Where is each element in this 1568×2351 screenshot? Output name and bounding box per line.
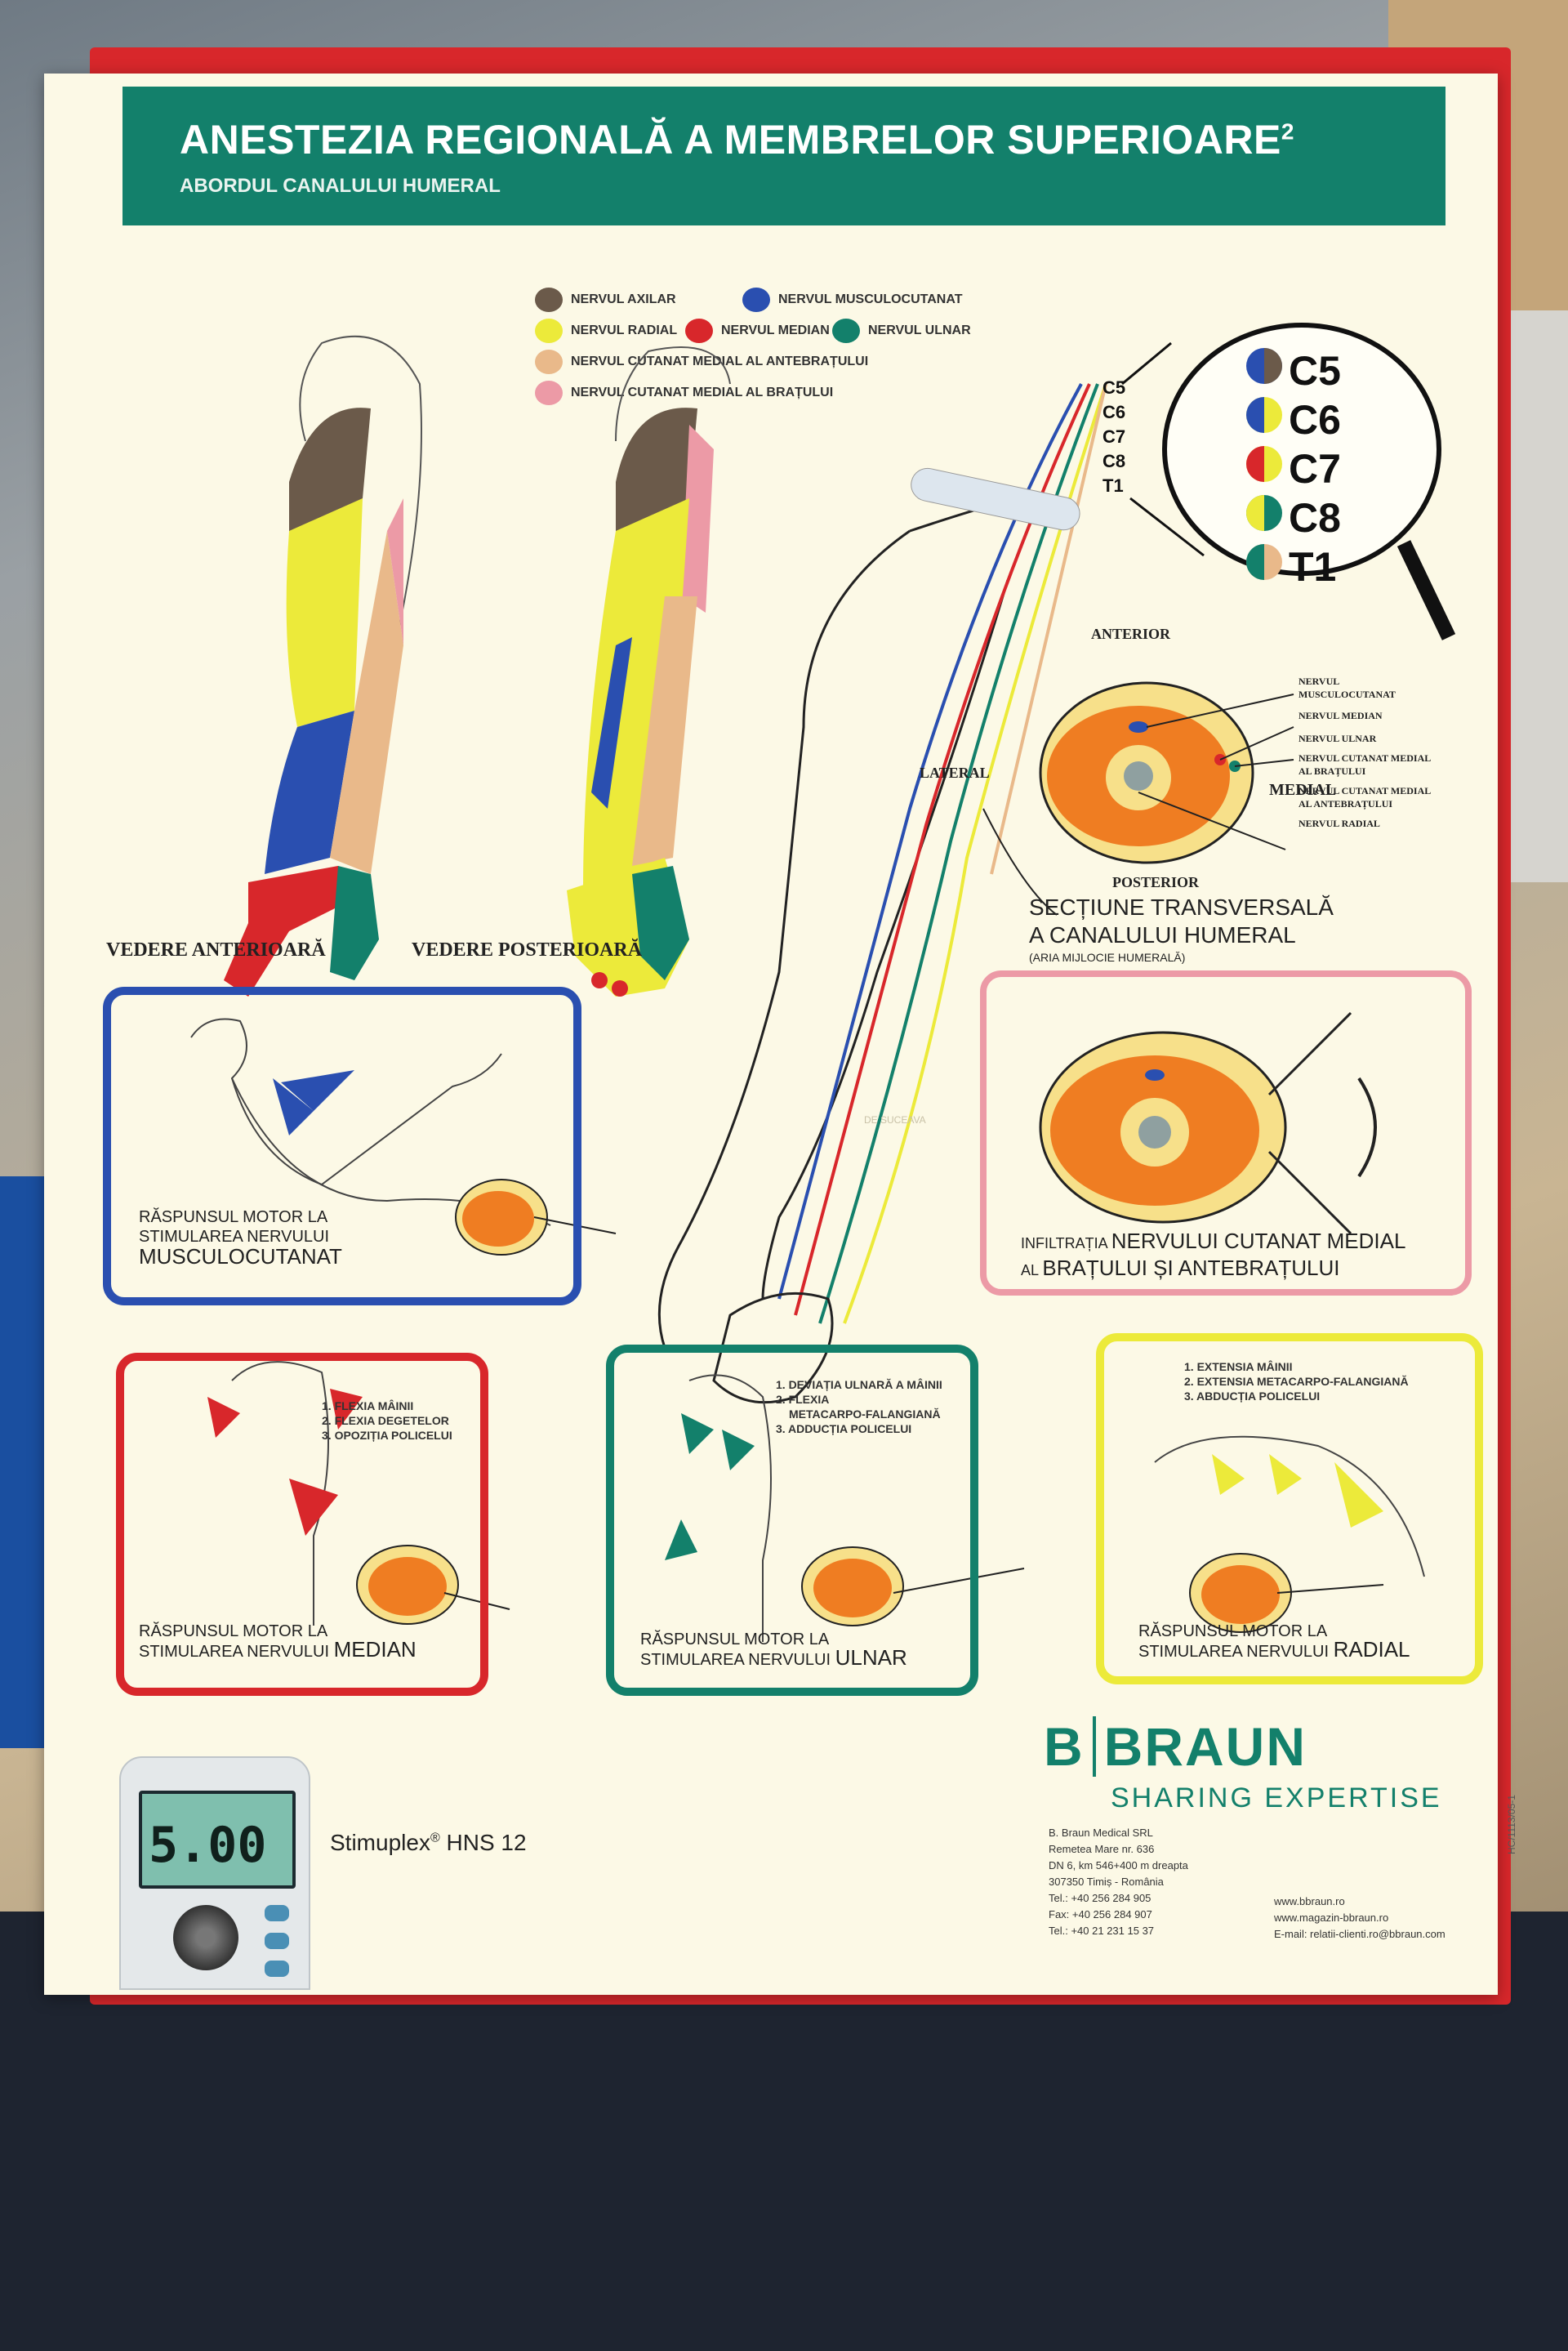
infiltration-box — [980, 970, 1472, 1296]
ulnar-hand-illustration — [665, 1374, 1025, 1642]
main-arm-nerve-illustration — [657, 383, 1107, 1404]
anterior-label: ANTERIOR — [1091, 626, 1171, 642]
cross-section-title: SECȚIUNE TRANSVERSALĂ A CANALULUI HUMERA… — [1029, 894, 1334, 964]
device-button — [265, 1961, 289, 1977]
musculocutanat-caption: RĂSPUNSUL MOTOR LA STIMULAREA NERVULUI M… — [139, 1208, 342, 1269]
braun-tagline: SHARING EXPERTISE — [1111, 1782, 1442, 1813]
anterior-arm-illustration — [224, 335, 422, 997]
legend-item-median: NERVUL MEDIAN — [685, 319, 830, 343]
radial-box — [1096, 1333, 1483, 1684]
poster-code: HC/1113/05-1 — [1506, 1795, 1517, 1854]
radial-caption: RĂSPUNSUL MOTOR LA STIMULAREA NERVULUI R… — [1138, 1622, 1410, 1662]
device-screen: 5.00 — [139, 1791, 296, 1889]
posterior-label: POSTERIOR — [1112, 874, 1200, 890]
legend-swatch — [832, 319, 860, 343]
musculocutanat-box — [103, 987, 581, 1305]
musculocutanat-illustration — [190, 1018, 617, 1256]
nerve-root-magnifier — [1121, 323, 1456, 640]
poster-subtitle: ABORDUL CANALULUI HUMERAL — [180, 175, 501, 197]
watermark: DE SUCEAVA — [864, 1114, 926, 1126]
posterior-arm-illustration — [567, 346, 731, 997]
legend-swatch — [685, 319, 713, 343]
legend-item-radial: NERVUL RADIAL — [535, 319, 677, 343]
median-box — [116, 1353, 488, 1696]
legend-swatch — [535, 288, 563, 312]
legend-swatch — [535, 350, 563, 374]
infiltration-caption: INFILTRAȚIA NERVULUI CUTANAT MEDIAL AL B… — [1021, 1229, 1406, 1280]
legend-swatch — [742, 288, 770, 312]
median-caption: RĂSPUNSUL MOTOR LA STIMULAREA NERVULUI M… — [139, 1622, 416, 1662]
anterior-view-label: VEDERE ANTERIOARĂ — [106, 939, 326, 961]
legend-item-cutanat-brat: NERVUL CUTANAT MEDIAL AL BRAȚULUI — [535, 381, 833, 405]
lateral-label: LATERAL — [920, 765, 990, 781]
device-name: Stimuplex® HNS 12 — [330, 1830, 527, 1855]
ulnar-caption: RĂSPUNSUL MOTOR LA STIMULAREA NERVULUI U… — [640, 1631, 907, 1670]
poster-title: ANESTEZIA REGIONALĂ A MEMBRELOR SUPERIOA… — [180, 117, 1294, 163]
legend-item-axilar: NERVUL AXILAR — [535, 288, 676, 312]
median-hand-illustration — [207, 1361, 510, 1626]
medial-label: MEDIAL — [1269, 781, 1337, 799]
device-knob — [173, 1905, 238, 1970]
infiltration-illustration — [1039, 1011, 1377, 1235]
device-button — [265, 1933, 289, 1949]
cross-section-nerve-labels: NERVUL MUSCULOCUTANAT NERVUL MEDIAN NERV… — [1298, 676, 1431, 829]
stimuplex-device: 5.00 — [119, 1756, 310, 1990]
device-button — [265, 1905, 289, 1921]
legend-swatch — [535, 381, 563, 405]
posterior-view-label: VEDERE POSTERIOARĂ — [412, 939, 643, 961]
radial-hand-illustration — [1154, 1435, 1425, 1633]
device-display-value: 5.00 — [149, 1817, 267, 1874]
ulnar-box — [606, 1345, 978, 1696]
nerve-legend: NERVUL AXILAR NERVUL MUSCULOCUTANAT NERV… — [489, 288, 1110, 508]
legend-swatch — [535, 319, 563, 343]
legend-item-ulnar: NERVUL ULNAR — [832, 319, 971, 343]
poster-header: ANESTEZIA REGIONALĂ A MEMBRELOR SUPERIOA… — [122, 87, 1446, 225]
anesthesia-poster: ANESTEZIA REGIONALĂ A MEMBRELOR SUPERIOA… — [44, 74, 1517, 1995]
legend-item-musculocutanat: NERVUL MUSCULOCUTANAT — [742, 288, 962, 312]
humeral-cross-section — [982, 681, 1294, 916]
anatomy-illustrations — [190, 323, 1456, 1642]
